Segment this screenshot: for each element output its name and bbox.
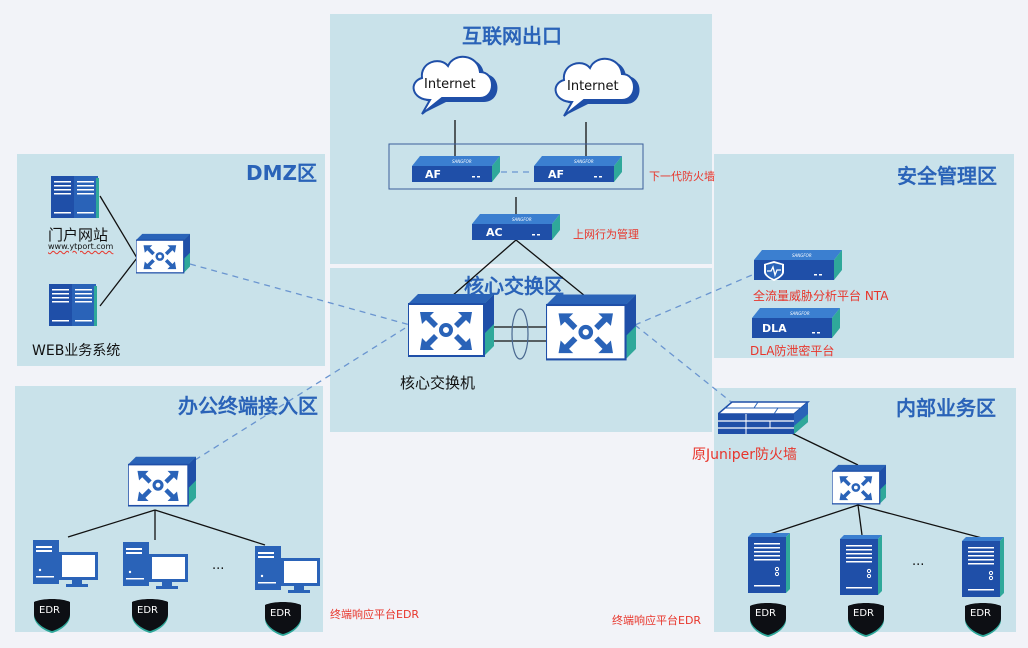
zone-title-office: 办公终端接入区: [178, 394, 318, 418]
svg-text:SANGFOR: SANGFOR: [512, 217, 532, 222]
link-web-switch: [99, 257, 138, 307]
office-pc-2-icon: [123, 542, 188, 589]
svg-text:SANGFOR: SANGFOR: [452, 159, 472, 164]
edr-shield-icon: [34, 599, 70, 633]
internal-switch-icon: [832, 464, 886, 505]
core-switch-1-icon: [408, 294, 494, 357]
cloud-icon-1: [412, 56, 498, 115]
svg-text:SANGFOR: SANGFOR: [790, 311, 810, 316]
office-pc-3-icon: [255, 546, 320, 593]
cloud-icon-2: [554, 58, 640, 117]
svg-text:SANGFOR: SANGFOR: [574, 159, 594, 164]
link-ac-core2: [515, 239, 586, 297]
cloud-label-2: Internet: [567, 79, 619, 94]
firewall-af-1-label: AF: [425, 168, 442, 181]
edr-badge-text: EDR: [39, 605, 60, 616]
core-switch-2-icon: [546, 294, 636, 361]
link-office-pc1: [67, 509, 156, 538]
link-ac-core1: [451, 239, 517, 297]
link-office-core: [194, 324, 411, 461]
zone-title-internal: 内部业务区: [896, 396, 996, 420]
zone-office: [15, 386, 323, 632]
zone-title-security: 安全管理区: [897, 164, 997, 188]
web-label: WEB业务系统: [32, 343, 121, 359]
cloud-label-1: Internet: [424, 77, 476, 92]
link-internal-srv3: [857, 504, 983, 539]
firewall-label: 下一代防火墙: [649, 170, 715, 183]
firewall-af-2-label: AF: [548, 168, 565, 181]
zone-core: [330, 268, 712, 432]
firewall-group-box: [388, 143, 644, 190]
juniper-firewall-icon: [718, 401, 810, 434]
firewall-af-1-icon: SANGFOR: [412, 156, 500, 182]
link-core-security: [634, 274, 753, 326]
internal-server-3-icon: [962, 537, 1004, 597]
firewall-af-2-icon: SANGFOR: [534, 156, 622, 182]
link-portal-switch: [99, 195, 138, 259]
dla-label: DLA防泄密平台: [750, 344, 835, 358]
office-switch-icon: [128, 456, 196, 507]
link-internal-srv1: [769, 504, 859, 535]
juniper-label: 原Juniper防火墙: [692, 447, 798, 463]
portal-label: 门户网站: [48, 226, 109, 244]
nta-device-icon: SANGFOR: [754, 250, 842, 281]
dmz-switch-icon: [136, 233, 190, 274]
internal-server-2-icon: [840, 535, 882, 595]
edr-shield-icon: [750, 603, 786, 637]
edr-shield-icon: [965, 603, 1001, 637]
edr-shield-icon: [265, 602, 301, 636]
link-aggregation-ellipse: [511, 308, 529, 360]
link-internal-srv2: [857, 504, 863, 536]
edr-shield-icon: [132, 599, 168, 633]
nta-label: 全流量威胁分析平台 NTA: [753, 289, 889, 303]
edr-badge-text: EDR: [853, 608, 874, 619]
ac-label: 上网行为管理: [573, 228, 639, 241]
link-dmz-core: [189, 263, 411, 326]
dla-device-icon: SANGFOR: [752, 308, 840, 338]
portal-url[interactable]: www.ytport.com: [48, 242, 114, 251]
core-switch-label: 核心交换机: [400, 374, 476, 392]
dla-device-label: DLA: [762, 322, 787, 335]
svg-text:SANGFOR: SANGFOR: [792, 253, 812, 258]
ac-device-icon: SANGFOR: [472, 214, 560, 240]
edr-badge-text: EDR: [137, 605, 158, 616]
edr-badge-text: EDR: [970, 608, 991, 619]
zone-title-internet: 互联网出口: [462, 24, 562, 48]
internal-edr-label: 终端响应平台EDR: [612, 614, 702, 627]
web-server-icon: [49, 284, 97, 326]
office-ellipsis: ...: [212, 558, 225, 573]
internal-ellipsis: ...: [912, 554, 925, 569]
ac-device-label: AC: [486, 226, 503, 239]
link-office-pc3: [154, 509, 266, 546]
internal-server-1-icon: [748, 533, 790, 593]
edr-badge-text: EDR: [270, 608, 291, 619]
link-core-juniper: [634, 324, 736, 406]
office-edr-label: 终端响应平台EDR: [330, 608, 420, 621]
zone-title-dmz: DMZ区: [246, 161, 318, 185]
portal-server-icon: [51, 176, 99, 218]
edr-shield-icon: [848, 603, 884, 637]
office-pc-1-icon: [33, 540, 98, 587]
edr-badge-text: EDR: [755, 608, 776, 619]
